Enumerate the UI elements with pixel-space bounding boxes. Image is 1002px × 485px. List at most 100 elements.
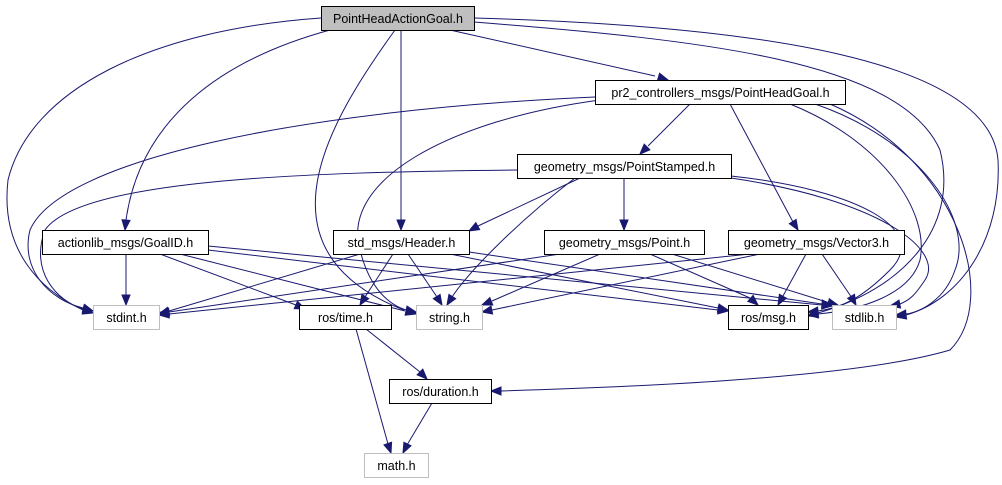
arrowhead-icon — [489, 386, 502, 396]
arrowhead-icon — [383, 441, 393, 455]
arrowhead-icon — [81, 304, 95, 314]
arrowhead-icon — [639, 143, 651, 155]
arrowhead-icon — [402, 441, 412, 455]
edge-line — [314, 29, 405, 311]
edge-pointheadgoal-to-rosmsg — [789, 103, 922, 319]
edge-vector3-to-rosmsg — [777, 253, 807, 307]
arrowhead-icon — [446, 293, 457, 307]
node-box[interactable] — [42, 230, 209, 255]
edge-header-to-rostime — [359, 253, 394, 307]
node-box[interactable] — [299, 305, 392, 330]
edge-line — [407, 253, 438, 298]
edge-line — [179, 253, 406, 312]
node-label: stdlib.h — [845, 311, 885, 325]
node-duration[interactable]: ros/duration.h — [389, 379, 492, 404]
node-box[interactable] — [728, 305, 809, 330]
arrowhead-icon — [846, 293, 857, 307]
node-pointheadgoal[interactable]: pr2_controllers_msgs/PointHeadGoal.h — [595, 80, 846, 105]
edge-line — [168, 253, 561, 313]
node-box[interactable] — [595, 80, 846, 105]
node-rosmsg[interactable]: ros/msg.h — [728, 305, 809, 330]
arrowhead-icon — [467, 221, 481, 232]
edge-rostime-to-duration — [365, 328, 428, 380]
edge-line — [814, 103, 960, 315]
node-header[interactable]: std_msgs/Header.h — [333, 230, 470, 255]
arrowhead-icon — [359, 293, 370, 307]
edge-line — [782, 253, 807, 297]
edge-line — [357, 99, 601, 311]
node-box[interactable] — [321, 6, 475, 31]
nodes-layer: PointHeadActionGoal.h pr2_controllers_msg… — [42, 6, 905, 478]
arrowhead-icon — [788, 218, 799, 232]
arrowhead-icon — [746, 294, 760, 306]
edge-line — [647, 103, 691, 147]
node-pointstamped[interactable]: geometry_msgs/PointStamped.h — [517, 154, 732, 179]
node-math: math.h — [364, 453, 429, 478]
node-box[interactable] — [517, 154, 732, 179]
arrowhead-icon — [656, 72, 670, 82]
edge-line — [207, 245, 823, 306]
node-label: pr2_controllers_msgs/PointHeadGoal.h — [611, 86, 829, 100]
edge-line — [168, 253, 751, 315]
node-string: string.h — [416, 305, 483, 330]
edge-header-to-rosmsg — [449, 253, 730, 313]
node-goalid[interactable]: actionlib_msgs/GoalID.h — [42, 230, 209, 255]
edge-line — [730, 177, 930, 305]
edge-goalid-to-string — [179, 253, 418, 316]
edge-line — [6, 17, 322, 311]
node-label: ros/duration.h — [402, 385, 478, 399]
edge-pointstamped-to-header — [467, 177, 581, 232]
node-stdlib: stdlib.h — [832, 305, 897, 330]
edges-layer — [6, 17, 999, 455]
node-label: actionlib_msgs/GoalID.h — [58, 236, 194, 250]
arrowhead-icon — [121, 294, 131, 307]
arrowhead-icon — [806, 306, 819, 316]
node-box — [93, 305, 160, 330]
node-label: ros/time.h — [318, 311, 373, 325]
edge-header-to-string — [407, 253, 443, 307]
node-box[interactable] — [544, 230, 705, 255]
node-root[interactable]: PointHeadActionGoal.h — [321, 6, 475, 31]
node-label: geometry_msgs/PointStamped.h — [534, 160, 715, 174]
node-box — [416, 305, 483, 330]
edge-line — [27, 96, 596, 309]
node-label: std_msgs/Header.h — [348, 236, 456, 250]
node-box[interactable] — [389, 379, 492, 404]
edge-line — [207, 249, 719, 311]
edge-goalid-to-rostime — [159, 253, 307, 310]
node-vector3[interactable]: geometry_msgs/Vector3.h — [728, 230, 905, 255]
node-box[interactable] — [728, 230, 905, 255]
node-box — [364, 453, 429, 478]
edge-vector3-to-stdint — [157, 253, 751, 319]
node-label: PointHeadActionGoal.h — [333, 12, 463, 26]
edge-pointheadgoal-to-stdint — [27, 96, 596, 313]
edge-line — [449, 29, 656, 77]
edge-line — [40, 169, 518, 310]
edge-pointstamped-to-point — [619, 178, 629, 232]
node-point[interactable]: geometry_msgs/Point.h — [544, 230, 705, 255]
edge-line — [477, 177, 581, 227]
arrowhead-icon — [619, 219, 629, 232]
edge-line — [125, 29, 331, 221]
edge-root-to-pointheadgoal — [449, 29, 670, 82]
edge-line — [364, 253, 394, 298]
edge-root-to-header — [396, 30, 406, 232]
edge-line — [729, 103, 794, 223]
node-rostime[interactable]: ros/time.h — [299, 305, 392, 330]
edge-root-to-stdint — [6, 17, 322, 315]
edge-pointheadgoal-to-duration — [489, 103, 972, 396]
node-label: ros/msg.h — [741, 311, 796, 325]
node-label: stdint.h — [106, 311, 146, 325]
edge-duration-to-math — [402, 402, 433, 455]
edge-point-to-string — [480, 253, 601, 306]
node-box[interactable] — [333, 230, 470, 255]
edge-line — [449, 253, 719, 309]
edge-pointstamped-to-string — [446, 177, 576, 307]
edge-line — [406, 402, 433, 446]
arrowhead-icon — [480, 305, 494, 315]
arrowhead-icon — [432, 293, 443, 307]
node-label: math.h — [377, 459, 415, 473]
arrowhead-icon — [480, 296, 494, 306]
arrowhead-icon — [396, 219, 406, 232]
